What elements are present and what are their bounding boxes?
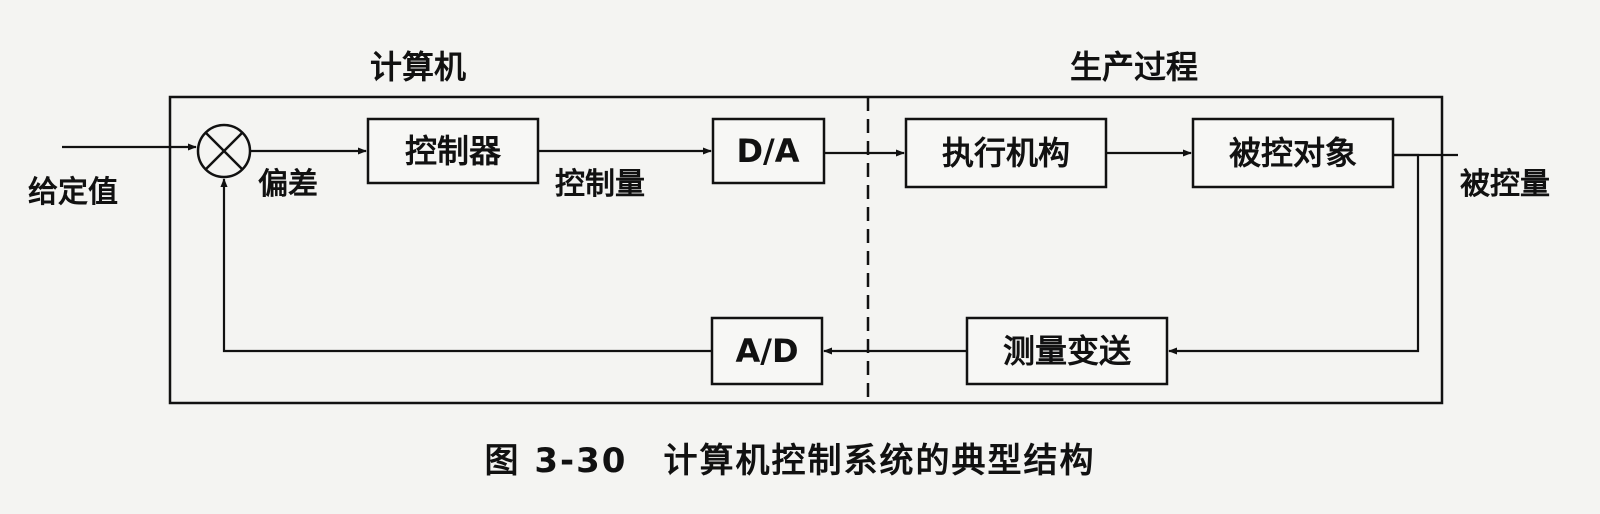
region-title-computer: 计算机 [370,48,466,86]
signal-setpoint-label: 给定值 [28,175,118,210]
summing-junction [196,123,252,179]
region-title-process: 生产过程 [1070,48,1198,86]
block-actuator-label: 执行机构 [942,134,1070,172]
block-actuator: 执行机构 [904,117,1108,189]
block-sensor: 测量变送 [965,316,1169,386]
block-plant: 被控对象 [1191,117,1395,189]
figure-caption: 图 3-30 计算机控制系统的典型结构 [485,441,1096,481]
block-da-label: D/A [736,132,799,170]
signal-error-label: 偏差 [258,167,318,202]
block-ad: A/D [710,316,824,386]
block-plant-label: 被控对象 [1229,134,1357,172]
outer-frame [168,95,1444,405]
arrow-output-to-sensor [1168,153,1420,355]
signal-control-amount-label: 控制量 [555,167,645,202]
block-ad-label: A/D [735,332,798,370]
block-controller-label: 控制器 [405,132,502,170]
arrow-ad-to-junction [220,178,712,353]
block-sensor-label: 测量变送 [1003,332,1131,370]
signal-controlled-amount-label: 被控量 [1460,167,1550,202]
block-controller: 控制器 [366,117,540,185]
block-da: D/A [711,117,826,185]
